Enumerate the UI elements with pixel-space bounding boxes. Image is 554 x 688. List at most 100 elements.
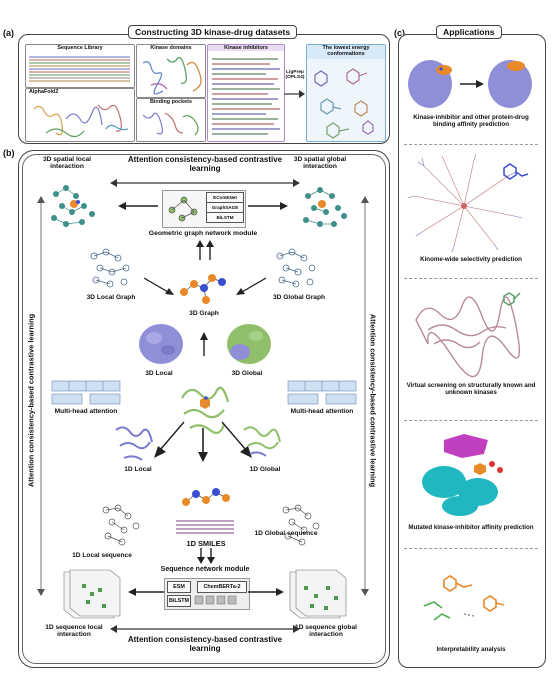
arrow-to-spatial-global <box>248 202 288 210</box>
smiles-molecule <box>182 488 230 506</box>
bilstm-cells <box>194 595 237 605</box>
bilstm-bottom-box: BiLSTM <box>167 595 191 607</box>
graph-3d-label: 3D Graph <box>189 310 219 317</box>
chemberta-box: ChemBERTa-2 <box>197 581 247 593</box>
lowest-energy-box: The lowest energy conformations <box>306 44 386 142</box>
global-1d-label: 1D Global <box>249 466 281 473</box>
seq-global-interaction-stack <box>289 569 347 619</box>
geometric-module-icon <box>168 196 198 222</box>
arrow-local-graph-to-graph <box>144 277 174 295</box>
top-contrastive-title: Attention consistency-based contrastive … <box>127 155 283 173</box>
local-sequence-label: 1D Local sequence <box>72 552 132 559</box>
top-double-arrow <box>110 179 300 187</box>
smiles-down-arrows <box>197 548 215 564</box>
spatial-local-label: 3D spatial local interaction <box>42 156 91 171</box>
graph-3d-molecule <box>180 274 226 304</box>
local-1d-label: 1D Local <box>124 466 152 473</box>
sequence-library-label: Sequence Library <box>26 45 134 51</box>
local-sequence-graph <box>102 504 140 546</box>
app-interpretability-label: Interpretability analysis <box>436 646 506 653</box>
left-double-arrow <box>37 196 45 596</box>
global-graph-label: 3D Global Graph <box>272 294 326 301</box>
global-1d-ribbon <box>243 426 281 457</box>
panel-c <box>398 34 546 668</box>
ligprep-arrow <box>284 90 305 98</box>
local-1d-ribbon <box>115 426 153 461</box>
app-selectivity-label: Kinome-wide selectivity prediction <box>420 256 522 263</box>
sequence-library-box: Sequence Library <box>25 44 135 88</box>
panel-b-letter: (b) <box>3 148 15 158</box>
smiles-label: 1D SMILES <box>186 539 226 548</box>
geometric-module-label: Geometric graph network module <box>148 230 258 237</box>
app-mutated-label: Mutated kinase-inhibitor affinity predic… <box>408 524 534 531</box>
bilstm-top-box: BiLSTM <box>206 212 244 223</box>
inhibitor-smiles-list <box>212 58 280 135</box>
mha-right-label: Multi-head attention <box>290 408 354 415</box>
mha-right-diagram <box>287 380 357 405</box>
app-interpretability-card: Interpretability analysis <box>404 550 538 662</box>
alphafold-label: AlphaFold2 <box>26 89 134 95</box>
central-complex <box>181 386 230 434</box>
panel-c-title: Applications <box>436 25 502 39</box>
bottom-contrastive-title: Attention consistency-based contrastive … <box>127 635 283 653</box>
global-3d-label: 3D Global <box>231 370 263 377</box>
kinome-tree-image <box>407 153 529 253</box>
panel-a-title: Constructing 3D kinase-drug datasets <box>128 25 298 39</box>
smiles-text-lines <box>176 520 234 534</box>
app-screening-label: Virtual screening on structurally known … <box>406 382 536 397</box>
local-3d-surface <box>139 324 183 364</box>
spatial-global-graph <box>303 187 347 227</box>
seq-local-interaction-label: 1D sequence local interaction <box>45 624 103 639</box>
mha-left-diagram <box>51 380 121 405</box>
bottom-double-arrow <box>110 625 300 633</box>
local-graph-nodes <box>90 248 130 288</box>
global-sequence-graph <box>282 504 320 546</box>
spatial-local-graph <box>51 185 95 227</box>
graph-up-arrows <box>196 240 214 260</box>
app-screening-card: Virtual screening on structurally known … <box>404 280 538 421</box>
esm-box: ESM <box>167 581 191 593</box>
seq-global-interaction-label: 1D sequence global interaction <box>295 624 357 639</box>
local-graph-label: 3D Local Graph <box>86 294 136 301</box>
spatial-global-label: 3D spatial global interaction <box>293 156 347 171</box>
global-3d-surface <box>227 324 271 364</box>
kinase-domains-box: Kinase domains <box>136 44 206 98</box>
arrow-to-spatial-local <box>118 202 158 210</box>
binding-pockets-label: Binding pockets <box>137 99 205 105</box>
panel-b-inner-border <box>22 154 386 664</box>
panel-c-letter: (c) <box>394 28 405 38</box>
global-graph-nodes <box>276 248 316 288</box>
panel-a-letter: (a) <box>3 28 14 38</box>
arrow-to-seq-global <box>248 588 284 596</box>
arrow-to-seq-local <box>128 588 164 596</box>
app-affinity-image <box>408 60 532 108</box>
left-contrastive-vertical: Attention consistency-based contrastive … <box>26 313 36 488</box>
sequence-lines <box>29 56 130 82</box>
alphafold-box: AlphaFold2 <box>25 88 135 142</box>
app-affinity-label: Kinase-inhibitor and other protein-drug … <box>413 114 529 129</box>
arrow-complex-to-graph <box>200 332 208 356</box>
conformation-molecules <box>314 68 374 139</box>
interpretability-image <box>423 575 505 621</box>
global-sequence-label: 1D Global sequence <box>254 530 318 537</box>
mha-left-label: Multi-head attention <box>54 408 118 415</box>
kinase-domain-structures <box>142 56 202 95</box>
mutated-kinase-image <box>422 434 503 516</box>
lowest-energy-label: The lowest energy conformations <box>307 45 385 59</box>
app-affinity-card: Kinase-inhibitor and other protein-drug … <box>404 40 538 145</box>
kinase-domains-label: Kinase domains <box>137 45 205 51</box>
virtual-screening-image <box>415 292 521 378</box>
kinase-inhibitors-label: Kinase inhibitors <box>208 45 284 51</box>
complex-down-arrows <box>154 421 252 462</box>
app-selectivity-card: Kinome-wide selectivity prediction <box>404 146 538 279</box>
seq-local-interaction-stack <box>63 569 121 619</box>
sequence-module-label: Sequence network module <box>160 566 250 573</box>
app-mutated-card: Mutated kinase-inhibitor affinity predic… <box>404 422 538 549</box>
kinase-inhibitors-box: Kinase inhibitors <box>207 44 285 142</box>
ligprep-label: LigPrep (OPLS4) <box>285 70 305 81</box>
binding-pocket-structures <box>142 112 199 136</box>
alphafold-structures <box>33 104 129 138</box>
right-double-arrow <box>361 196 369 596</box>
local-3d-label: 3D Local <box>145 370 173 377</box>
arrow-global-graph-to-graph <box>236 277 266 295</box>
